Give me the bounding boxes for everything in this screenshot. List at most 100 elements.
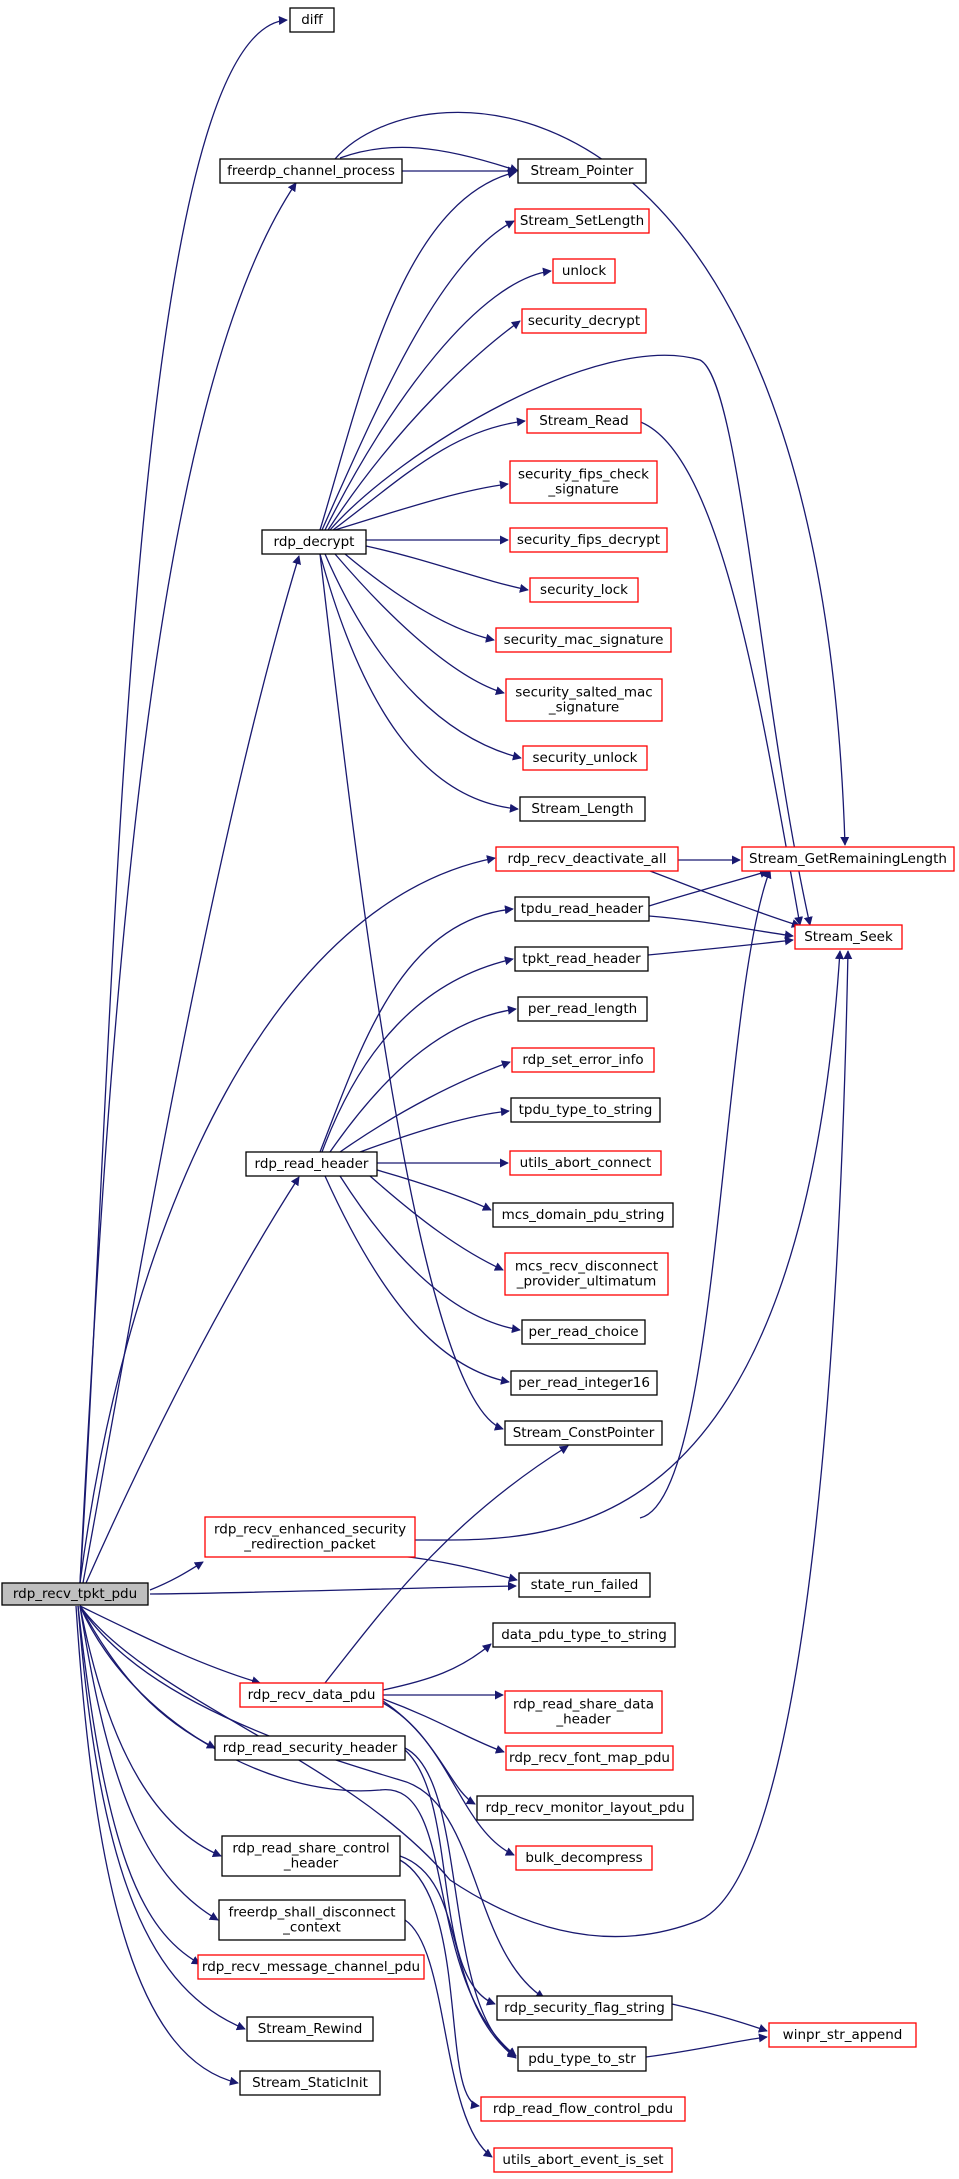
- function-node-pdutype[interactable]: pdu_type_to_str: [517, 2046, 647, 2072]
- node-box: [480, 2096, 686, 2122]
- node-label: _header: [555, 1712, 611, 1728]
- node-box: [515, 1845, 653, 1871]
- function-node-rdprh[interactable]: rdp_read_header: [245, 1151, 378, 1177]
- node-label: tpdu_read_header: [521, 901, 644, 917]
- call-edge: [334, 480, 509, 531]
- function-node-dpdutype[interactable]: data_pdu_type_to_string: [492, 1622, 676, 1648]
- node-label: unlock: [562, 263, 607, 279]
- call-edge: [399, 1859, 480, 2110]
- node-label: Stream_SetLength: [520, 213, 644, 229]
- function-node-winprappend[interactable]: winpr_str_append: [768, 2022, 917, 2048]
- function-node-mcsdisc[interactable]: mcs_recv_disconnect_provider_ultimatum: [504, 1252, 669, 1296]
- node-label: _signature: [547, 482, 618, 498]
- function-node-chproc[interactable]: freerdp_channel_process: [219, 158, 403, 184]
- function-node-sharectl[interactable]: rdp_read_share_control_header: [221, 1835, 401, 1877]
- node-label: state_run_failed: [531, 1577, 639, 1593]
- function-node-shalldisc[interactable]: freerdp_shall_disconnect_context: [218, 1899, 406, 1941]
- node-label: freerdp_channel_process: [227, 163, 395, 179]
- function-node-rdpdec[interactable]: rdp_decrypt: [261, 529, 367, 555]
- function-node-sharedata[interactable]: rdp_read_share_data_header: [504, 1690, 663, 1734]
- function-node-saltmac[interactable]: security_salted_mac_signature: [505, 678, 663, 722]
- node-box: [514, 208, 650, 234]
- node-box: [517, 996, 648, 1022]
- function-node-secdec[interactable]: security_decrypt: [521, 308, 647, 334]
- function-node-unlock[interactable]: unlock: [552, 258, 616, 284]
- function-node-abortev[interactable]: utils_abort_event_is_set: [493, 2147, 673, 2173]
- function-node-slen[interactable]: Stream_Length: [519, 796, 646, 822]
- function-node-sptr[interactable]: Stream_Pointer: [517, 158, 647, 184]
- node-box: [552, 258, 616, 284]
- function-node-enhsec[interactable]: rdp_recv_enhanced_security_redirection_p…: [204, 1516, 416, 1558]
- function-node-perint16[interactable]: per_read_integer16: [510, 1370, 658, 1396]
- function-node-ssetlen[interactable]: Stream_SetLength: [514, 208, 650, 234]
- function-node-sconst[interactable]: Stream_ConstPointer: [504, 1420, 663, 1446]
- node-box: [509, 1150, 662, 1176]
- function-node-srewind[interactable]: Stream_Rewind: [246, 2016, 374, 2042]
- node-box: [505, 678, 663, 722]
- node-label: diff: [301, 12, 323, 28]
- function-node-secunlock[interactable]: security_unlock: [522, 745, 648, 771]
- function-node-mcsdom[interactable]: mcs_domain_pdu_string: [492, 1202, 674, 1228]
- function-node-sread[interactable]: Stream_Read: [526, 408, 642, 434]
- call-edge: [79, 1605, 219, 1921]
- call-edge: [382, 1702, 515, 1856]
- node-label: mcs_domain_pdu_string: [502, 1207, 665, 1223]
- function-node-bulk[interactable]: bulk_decompress: [515, 1845, 653, 1871]
- node-box: [521, 308, 647, 334]
- function-node-secflag[interactable]: rdp_security_flag_string: [496, 1995, 673, 2021]
- call-edge: [647, 936, 794, 956]
- node-label: pdu_type_to_str: [528, 2051, 636, 2067]
- function-node-root[interactable]: rdp_recv_tpkt_pdu: [1, 1582, 149, 1606]
- call-edge: [85, 1176, 300, 1584]
- call-edge: [319, 905, 514, 1153]
- call-edge: [324, 1445, 569, 1684]
- node-box: [219, 158, 403, 184]
- function-node-deact[interactable]: rdp_recv_deactivate_all: [495, 846, 679, 872]
- node-box: [521, 1319, 646, 1345]
- function-node-monlayout[interactable]: rdp_recv_monitor_layout_pdu: [476, 1795, 694, 1821]
- function-node-macsig[interactable]: security_mac_signature: [495, 627, 672, 653]
- node-box: [495, 627, 672, 653]
- call-edge: [79, 950, 853, 1938]
- function-node-diff[interactable]: diff: [289, 7, 335, 33]
- node-box: [741, 846, 955, 872]
- node-box: [517, 2046, 647, 2072]
- function-node-rdpdata[interactable]: rdp_recv_data_pdu: [239, 1682, 384, 1708]
- function-node-secheader[interactable]: rdp_read_security_header: [214, 1735, 406, 1761]
- function-node-sseek[interactable]: Stream_Seek: [794, 924, 903, 950]
- function-node-seclock[interactable]: security_lock: [529, 577, 639, 603]
- call-edge: [339, 146, 519, 173]
- function-node-fontmap[interactable]: rdp_recv_font_map_pdu: [505, 1745, 674, 1771]
- call-edge: [359, 1107, 510, 1153]
- call-edge: [645, 2033, 768, 2058]
- function-node-sstatic[interactable]: Stream_StaticInit: [239, 2070, 381, 2096]
- function-node-flowctl[interactable]: rdp_read_flow_control_pdu: [480, 2096, 686, 2122]
- node-box: [768, 2022, 917, 2048]
- function-node-srf[interactable]: state_run_failed: [518, 1572, 651, 1598]
- function-node-abortc[interactable]: utils_abort_connect: [509, 1150, 662, 1176]
- function-node-perchoice[interactable]: per_read_choice: [521, 1319, 646, 1345]
- node-label: winpr_str_append: [783, 2027, 903, 2043]
- function-node-perlen[interactable]: per_read_length: [517, 996, 648, 1022]
- node-label: _redirection_packet: [243, 1537, 375, 1553]
- function-node-fipschk[interactable]: security_fips_check_signature: [509, 460, 658, 504]
- node-label: security_salted_mac: [515, 685, 652, 701]
- function-node-sgrl[interactable]: Stream_GetRemainingLength: [741, 846, 955, 872]
- call-edge: [324, 1175, 510, 1385]
- call-edge: [79, 855, 496, 1584]
- call-edge: [77, 1605, 246, 2031]
- node-box: [214, 1735, 406, 1761]
- call-edge: [404, 1749, 496, 2006]
- call-edge: [399, 1855, 517, 2059]
- function-node-msgch[interactable]: rdp_recv_message_channel_pdu: [197, 1954, 425, 1980]
- node-box: [504, 1252, 669, 1296]
- node-label: data_pdu_type_to_string: [501, 1627, 667, 1643]
- call-edge: [344, 553, 495, 643]
- function-node-tpdutype[interactable]: tpdu_type_to_string: [510, 1097, 661, 1123]
- function-node-fipsdec[interactable]: security_fips_decrypt: [509, 527, 668, 553]
- node-label: utils_abort_connect: [520, 1155, 652, 1171]
- function-node-tpktrh[interactable]: tpkt_read_header: [514, 946, 649, 972]
- function-node-tpdurh[interactable]: tpdu_read_header: [514, 896, 650, 922]
- function-node-seterr[interactable]: rdp_set_error_info: [511, 1047, 655, 1073]
- call-edge: [79, 182, 297, 1584]
